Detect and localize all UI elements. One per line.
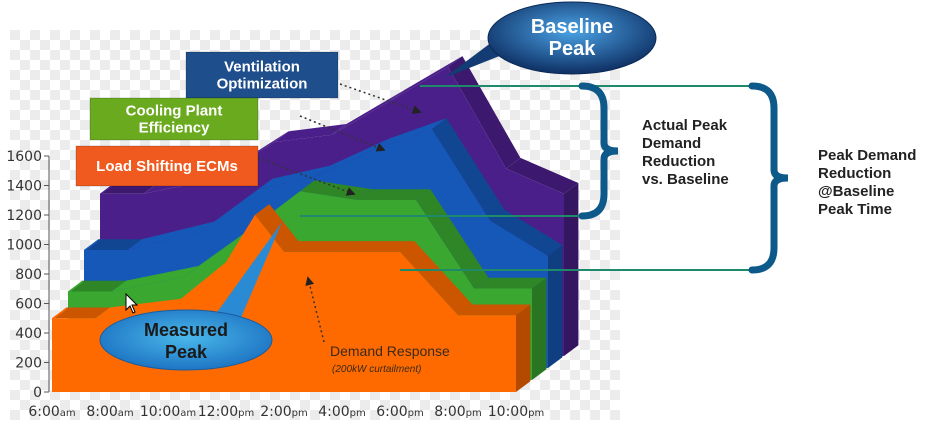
measured-peak-bubble (99, 309, 273, 371)
series-top-face (358, 189, 431, 201)
series-top-face (284, 241, 357, 252)
y-tick-label: 200 (15, 356, 42, 372)
y-tick-label: 1600 (6, 149, 42, 165)
y-tick-label: 1400 (6, 179, 42, 195)
baseline-peak-bubble (487, 1, 657, 75)
series-edge (100, 182, 115, 196)
x-tick-label: 6:00pm (376, 404, 424, 420)
series-side-face (516, 304, 531, 392)
cursor-icon (125, 292, 139, 314)
demand-response-sub: (200kW curtailment) (332, 364, 421, 375)
y-tick-label: 0 (33, 385, 42, 401)
series-top-face (332, 90, 405, 135)
load-shifting-label: Load Shifting ECMs (96, 158, 238, 175)
series-side-face (532, 277, 547, 380)
y-tick-label: 1200 (6, 208, 42, 224)
y-tick-label: 800 (15, 267, 42, 283)
demand-response-arrow (305, 276, 325, 343)
y-tick-label: 1000 (6, 238, 42, 254)
series-top-face (111, 265, 199, 292)
series-top-face (474, 277, 547, 289)
x-tick-label: 12:00pm (198, 404, 254, 420)
series-top-face (255, 204, 299, 252)
x-tick-label: 8:00am (86, 404, 133, 420)
series-edge (84, 239, 99, 252)
x-tick-label: 10:00pm (488, 404, 544, 420)
axes: 0 200 400 600 800 1000 1200 1400 1600 6:00am 8:00a… (6, 149, 544, 420)
series-top-face (432, 118, 505, 221)
reduction-bracket (578, 82, 619, 220)
series-top-face (390, 56, 463, 101)
series-top-face (95, 298, 183, 319)
series-top-face (374, 118, 447, 150)
leader-line (257, 157, 356, 196)
demand-response-label: Demand Response (330, 343, 450, 359)
series-top-face (342, 241, 415, 252)
series-top-face (127, 221, 215, 250)
x-tick-label: 10:00am (140, 404, 196, 420)
series-top-face (416, 189, 489, 289)
ventilation-optimization-box (185, 51, 339, 99)
reduction-bracket (748, 82, 789, 274)
series-top-face (274, 123, 347, 143)
x-tick-label: 6:00am (28, 404, 75, 420)
series-top-face (448, 56, 521, 169)
series-top-face (490, 209, 563, 256)
series-edge (52, 307, 67, 321)
series-top-face (84, 239, 142, 250)
x-tick-label: 4:00pm (318, 404, 366, 420)
series-edge (68, 280, 83, 294)
x-tick-label: 2:00pm (260, 404, 308, 420)
series-top-face (200, 178, 273, 233)
series-top-face (400, 241, 473, 316)
cooling-plant-efficiency-box (89, 97, 259, 141)
y-tick-label: 600 (15, 297, 42, 313)
load-shifting-box (75, 145, 259, 187)
series-top-face (506, 157, 579, 194)
x-tick-label: 8:00pm (434, 404, 482, 420)
leader-line (339, 83, 422, 114)
leader-line (299, 115, 386, 152)
series-top-face (68, 280, 126, 292)
series-top-face (458, 304, 531, 316)
series-side-face (548, 245, 563, 368)
series-top-face (258, 165, 331, 190)
series-top-face (184, 224, 257, 277)
y-tick-label: 400 (15, 326, 42, 342)
series-top-face (52, 307, 110, 319)
measured-bubble-tail (210, 222, 282, 322)
series-top-face (316, 138, 389, 177)
